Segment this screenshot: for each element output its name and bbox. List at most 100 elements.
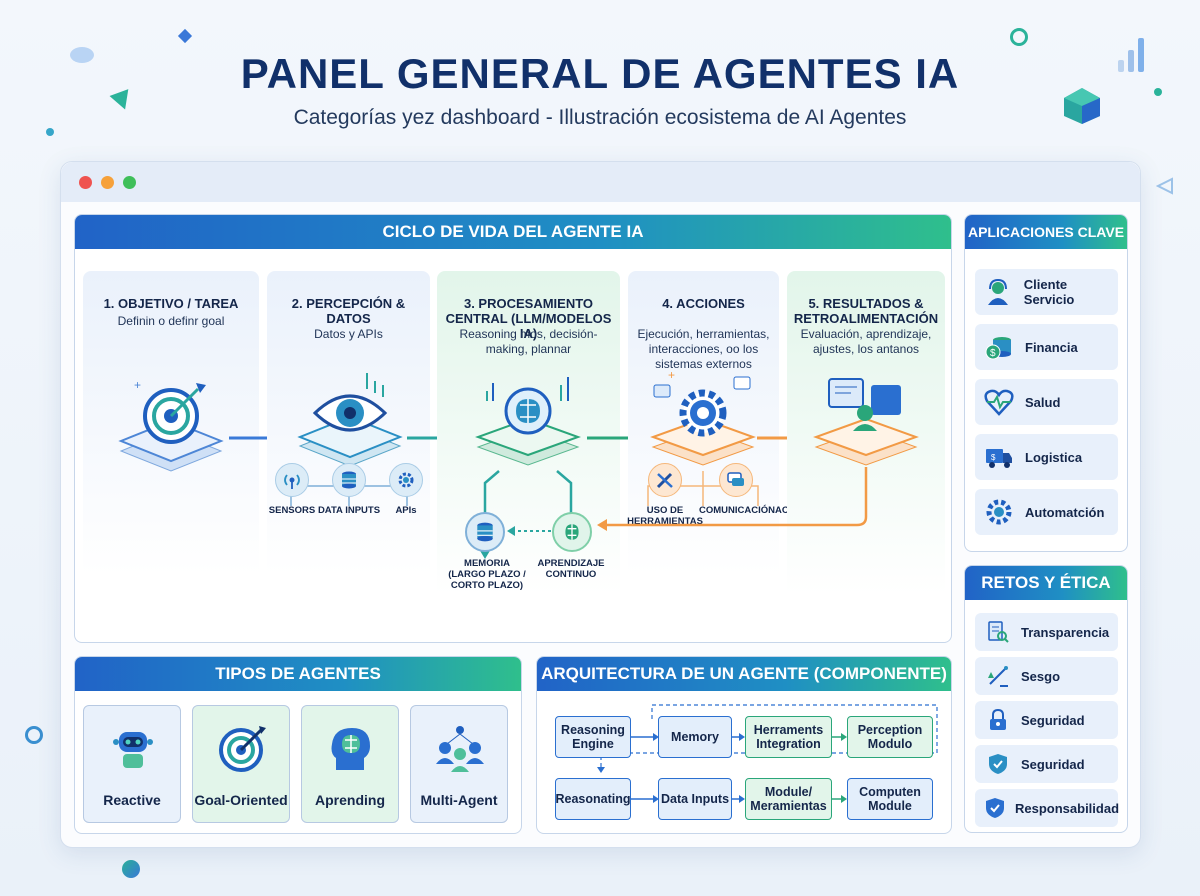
applications-title: APLICACIONES CLAVE bbox=[965, 215, 1127, 249]
arch-memory[interactable]: Memory bbox=[658, 716, 732, 758]
stage-description: Ejecución, herramientas, interacciones, … bbox=[637, 327, 770, 371]
app-label: Salud bbox=[1025, 394, 1061, 410]
chat-icon bbox=[719, 463, 753, 497]
ethics-label: Responsabilidad bbox=[1015, 800, 1120, 816]
brain-head-icon bbox=[326, 724, 376, 774]
document-search-icon bbox=[983, 617, 1013, 647]
stage-title: 1. OBJETIVO / TAREA bbox=[103, 296, 239, 311]
stage-actions: 4. ACCIONES Ejecución, herramientas, int… bbox=[628, 271, 779, 642]
svg-text:+: + bbox=[668, 371, 675, 382]
arch-reasonating[interactable]: Reasonating bbox=[555, 778, 631, 820]
agent-types-panel: TIPOS DE AGENTES Reactive Goal-Oriented … bbox=[74, 656, 522, 834]
arch-tools-integration[interactable]: Herraments Integration bbox=[745, 716, 832, 758]
minimize-window-button[interactable] bbox=[101, 176, 114, 189]
app-item-customer-service[interactable]: Cliente Servicio bbox=[975, 269, 1118, 315]
maximize-window-button[interactable] bbox=[123, 176, 136, 189]
decorative-cube bbox=[1062, 86, 1102, 126]
lifecycle-title: CICLO DE VIDA DEL AGENTE IA bbox=[75, 215, 951, 249]
arch-reasoning-engine[interactable]: Reasoning Engine bbox=[555, 716, 631, 758]
stage-description: Datos y APIs bbox=[314, 327, 383, 341]
arch-data-inputs[interactable]: Data Inputs bbox=[658, 778, 732, 820]
database-icon bbox=[332, 463, 366, 497]
decorative-diamond bbox=[177, 28, 193, 44]
stage-perception: 2. PERCEPCIÓN & DATOS Datos y APIs bbox=[267, 271, 430, 642]
target-icon: + bbox=[116, 371, 226, 486]
app-label: Cliente Servicio bbox=[1023, 277, 1075, 307]
app-label: Automatción bbox=[1025, 504, 1105, 520]
target-icon bbox=[217, 724, 267, 774]
sensor-icon bbox=[275, 463, 309, 497]
stage-description: Reasoning mos, decisión-making, plannar bbox=[459, 327, 598, 356]
lock-icon bbox=[983, 705, 1013, 735]
headset-icon bbox=[981, 274, 1016, 310]
ethics-item-bias[interactable]: Sesgo bbox=[975, 657, 1118, 695]
agent-type-label: Multi-Agent bbox=[420, 792, 498, 808]
robot-icon bbox=[108, 724, 158, 774]
connector-lines bbox=[479, 470, 577, 559]
brain-icon bbox=[552, 512, 592, 552]
eye-icon bbox=[295, 371, 405, 476]
ethics-label: Seguridad bbox=[1021, 712, 1085, 728]
ethics-panel: RETOS Y ÉTICA Transparencia Sesgo Seguri… bbox=[964, 565, 1128, 833]
input-label: SENSORS bbox=[268, 505, 316, 516]
arch-compute-module[interactable]: Computen Module bbox=[847, 778, 933, 820]
agent-type-goal-oriented[interactable]: Goal-Oriented bbox=[192, 705, 290, 823]
app-item-automation[interactable]: Automatción bbox=[975, 489, 1118, 535]
agent-types-title: TIPOS DE AGENTES bbox=[75, 657, 521, 691]
stage-title: 2. PERCEPCIÓN & DATOS bbox=[291, 296, 406, 326]
input-label: APIs bbox=[395, 505, 417, 516]
input-label: DATA INPUTS bbox=[317, 505, 381, 516]
shield-check-icon bbox=[983, 749, 1013, 779]
gear-icon bbox=[981, 494, 1017, 530]
feedback-loop-arrow bbox=[597, 467, 868, 531]
arch-perception-module[interactable]: Perception Modulo bbox=[847, 716, 933, 758]
ethics-item-transparency[interactable]: Transparencia bbox=[975, 613, 1118, 651]
stage-description: Definin o definr goal bbox=[117, 314, 225, 328]
agent-type-multi-agent[interactable]: Multi-Agent bbox=[410, 705, 508, 823]
ethics-label: Transparencia bbox=[1021, 624, 1110, 640]
stage-title: 4. ACCIONES bbox=[662, 296, 745, 311]
svg-text:$: $ bbox=[991, 453, 996, 462]
stage-title: 3. PROCESAMIENTO CENTRAL (LLM/MODELOS IA… bbox=[445, 296, 612, 341]
architecture-panel: ARQUITECTURA DE UN AGENTE (COMPONENTE) R… bbox=[536, 656, 952, 834]
close-window-button[interactable] bbox=[79, 176, 92, 189]
scale-icon bbox=[983, 661, 1013, 691]
arch-tools-module[interactable]: Module/ Meramientas bbox=[745, 778, 832, 820]
multi-agent-icon bbox=[435, 724, 485, 774]
ethics-item-security-2[interactable]: Seguridad bbox=[975, 745, 1118, 783]
tools-icon bbox=[648, 463, 682, 497]
dashed-arrow bbox=[507, 526, 551, 536]
app-item-health[interactable]: Salud bbox=[975, 379, 1118, 425]
agent-type-label: Aprending bbox=[315, 792, 385, 808]
gear-icon: + bbox=[648, 368, 758, 476]
ethics-label: Sesgo bbox=[1021, 668, 1061, 684]
ethics-item-security[interactable]: Seguridad bbox=[975, 701, 1118, 739]
agent-type-learning[interactable]: Aprending bbox=[301, 705, 399, 823]
coins-icon: $ bbox=[981, 329, 1017, 365]
decorative-ring bbox=[25, 726, 43, 744]
app-item-finance[interactable]: $ Financia bbox=[975, 324, 1118, 370]
stage-results: 5. RESULTADOS & RETROALIMENTACIÓN Evalua… bbox=[787, 271, 945, 642]
ethics-item-responsibility[interactable]: Responsabilidad bbox=[975, 789, 1120, 827]
output-label: COMUNICACIÓN bbox=[699, 505, 775, 516]
decorative-bars bbox=[1118, 38, 1148, 72]
heart-pulse-icon bbox=[981, 384, 1017, 420]
truck-icon: $ bbox=[981, 439, 1017, 475]
database-icon bbox=[465, 512, 505, 552]
svg-text:+: + bbox=[134, 378, 141, 392]
shield-check-icon bbox=[983, 793, 1007, 823]
brain-icon bbox=[473, 371, 583, 476]
ethics-label: Seguridad bbox=[1021, 756, 1085, 772]
learning-label: APRENDIZAJE CONTINUO bbox=[537, 558, 605, 580]
dashboard-window: CICLO DE VIDA DEL AGENTE IA 1. OBJETIVO … bbox=[60, 161, 1141, 848]
decorative-triangle-outline bbox=[1155, 177, 1174, 200]
ethics-title: RETOS Y ÉTICA bbox=[965, 566, 1127, 600]
page-title: PANEL GENERAL DE AGENTES IA bbox=[240, 50, 960, 97]
decorative-dot bbox=[46, 128, 54, 136]
memory-label: MEMORIA (LARGO PLAZO / CORTO PLAZO) bbox=[448, 558, 526, 591]
architecture-title: ARQUITECTURA DE UN AGENTE (COMPONENTE) bbox=[537, 657, 951, 691]
agent-type-reactive[interactable]: Reactive bbox=[83, 705, 181, 823]
app-label: Logistica bbox=[1025, 449, 1083, 465]
stage-title: 5. RESULTADOS & RETROALIMENTACIÓN bbox=[793, 296, 939, 326]
app-item-logistics[interactable]: $ Logistica bbox=[975, 434, 1118, 480]
